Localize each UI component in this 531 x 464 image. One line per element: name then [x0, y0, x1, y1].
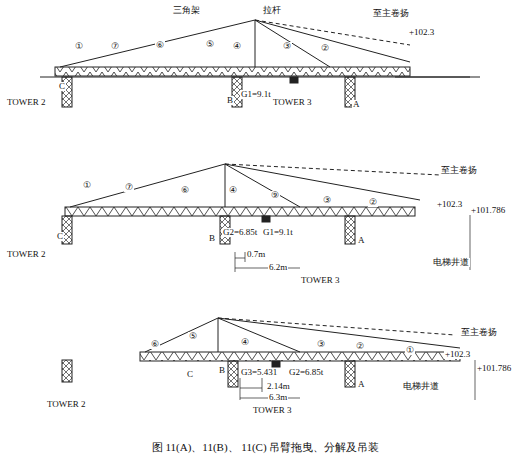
label: TOWER 3: [300, 276, 341, 285]
label: TOWER 2: [46, 400, 87, 409]
callout-number: ①: [74, 42, 84, 51]
label: +101.786: [470, 206, 506, 215]
label: G3=5.431: [240, 368, 278, 377]
callout-number: ④: [228, 186, 238, 195]
callout-number: ④: [240, 338, 250, 347]
callout-number: ⑤: [188, 332, 198, 341]
callout-number: ④: [232, 42, 242, 51]
callout-number: ①: [82, 181, 92, 190]
label: +101.786: [476, 364, 512, 373]
callout-number: ③: [322, 196, 332, 205]
label: G1=9.1t: [262, 228, 294, 237]
label: 6.3m: [268, 393, 288, 402]
label: +102.3: [408, 28, 435, 37]
label: 至主卷扬: [440, 166, 478, 175]
label: 2.14m: [266, 382, 291, 391]
label: C: [58, 82, 66, 91]
label: +102.3: [436, 200, 463, 209]
callout-number: ②: [320, 44, 330, 53]
label: 三角架: [172, 6, 201, 15]
callout-number: ⑨: [270, 191, 280, 200]
label: 电梯井道: [402, 382, 440, 391]
label: TOWER 3: [272, 98, 313, 107]
label: TOWER 2: [6, 250, 47, 259]
label: A: [357, 380, 366, 389]
callout-number: ③: [316, 340, 326, 349]
label: 至主卷扬: [372, 9, 410, 18]
callout-number: ⑥: [150, 340, 160, 349]
label: B: [208, 234, 216, 243]
callout-number: ⑦: [124, 183, 134, 192]
caption: 图 11(A)、11(B)、 11(C) 吊臂拖曳、分解及吊装: [0, 440, 531, 455]
label: TOWER 2: [6, 98, 47, 107]
label: C: [186, 370, 194, 379]
label: 6.2m: [268, 263, 288, 272]
callout-number: ⑦: [110, 42, 120, 51]
callout-number: ⑥: [180, 186, 190, 195]
label: A: [352, 100, 361, 109]
label: B: [218, 366, 226, 375]
label: +102.3: [444, 350, 471, 359]
label: G2=6.85t: [288, 368, 324, 377]
label: G1=9.1t: [240, 90, 272, 99]
callout-number: ⑤: [205, 40, 215, 49]
callout-number: ①: [405, 346, 415, 355]
label: 拉杆: [262, 6, 282, 15]
label: C: [56, 232, 64, 241]
label: TOWER 3: [252, 406, 293, 415]
callout-number: ②: [368, 198, 378, 207]
label: G2=6.85t: [222, 228, 258, 237]
callout-number: ⑥: [155, 41, 165, 50]
label: B: [226, 96, 234, 105]
label: 至主卷扬: [460, 328, 498, 337]
callout-number: ③: [282, 42, 292, 51]
callout-number: ②: [355, 342, 365, 351]
label: A: [357, 236, 366, 245]
label: 0.7m: [246, 250, 266, 259]
label: 电梯井道: [432, 258, 470, 267]
